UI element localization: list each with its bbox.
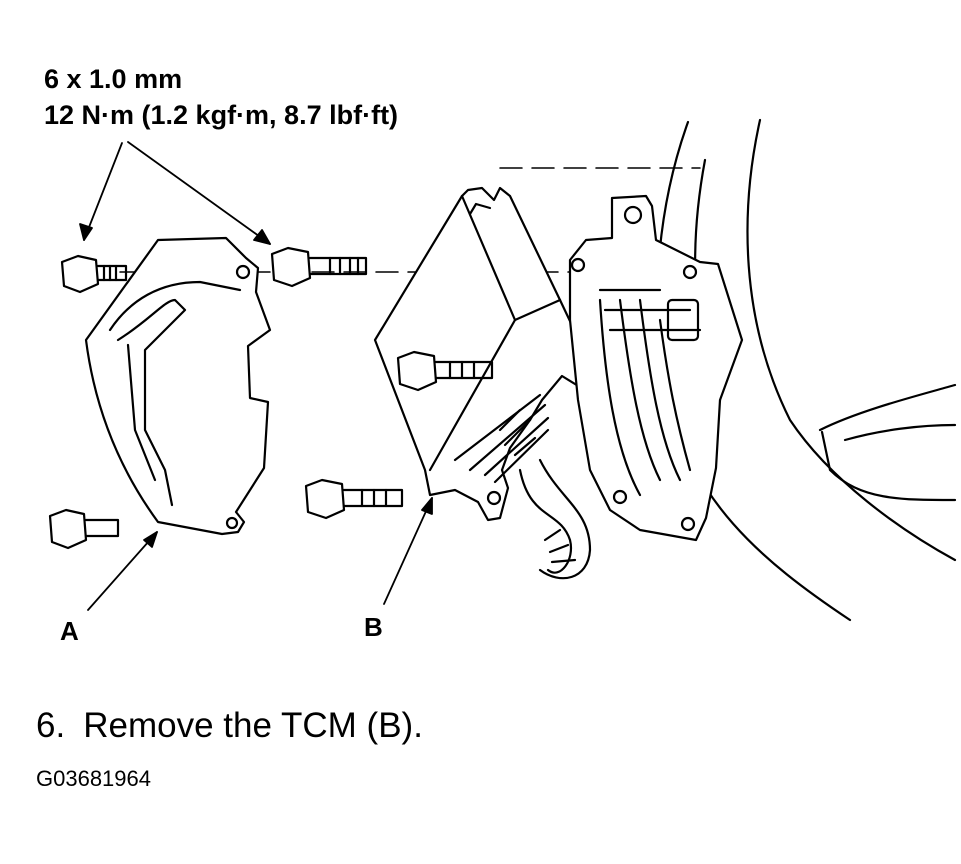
bolt-size-label: 6 x 1.0 mm bbox=[44, 64, 183, 94]
bolt-bottom-left bbox=[48, 508, 120, 550]
bracket-plate bbox=[568, 194, 744, 542]
torque-spec-label: 12 N·m (1.2 kgf·m, 8.7 lbf·ft) bbox=[44, 100, 399, 130]
wire-harness bbox=[518, 458, 592, 580]
instruction-step: 6. Remove the TCM (B). bbox=[36, 706, 423, 746]
leader-arrows bbox=[79, 141, 433, 611]
bolt-top-left bbox=[60, 254, 128, 294]
bolt-top-middle bbox=[270, 246, 368, 288]
step-instruction: Remove the TCM (B). bbox=[83, 706, 423, 745]
step-number: 6. bbox=[36, 706, 66, 745]
bolt-middle bbox=[396, 350, 494, 392]
bolt-bottom-middle bbox=[304, 478, 404, 520]
callout-b-label: B bbox=[364, 612, 383, 642]
figure-id: G03681964 bbox=[36, 766, 151, 791]
cover-a bbox=[84, 236, 272, 536]
callout-a-label: A bbox=[60, 616, 79, 646]
